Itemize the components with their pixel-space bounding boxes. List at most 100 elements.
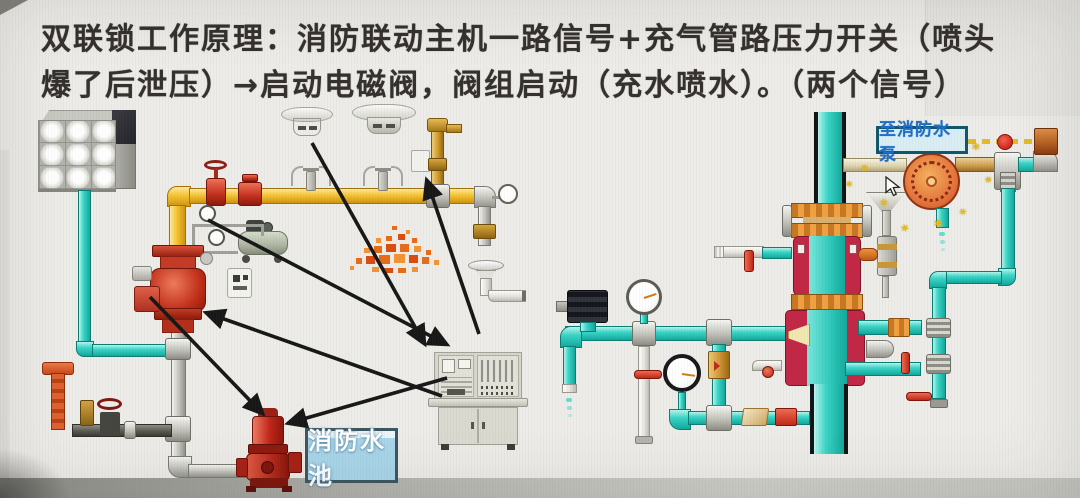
left-edge-shade: [0, 150, 9, 480]
wheel-left: [242, 255, 250, 263]
drain-manifold: [70, 394, 174, 444]
drop-lever-valve: [906, 392, 932, 401]
right-panel-shade: [925, 0, 1080, 116]
tank-bottom-edge: [38, 189, 116, 192]
console-foot-left: [441, 444, 449, 450]
drain-tip: [562, 384, 577, 393]
air-trim-pipe-v1: [261, 226, 264, 236]
water-drip-3: [568, 414, 572, 417]
outlet-orange-coupling: [888, 318, 910, 337]
fire-alarm-console: [428, 350, 528, 452]
gauge-stem: [492, 196, 502, 199]
arrow-console-to-solenoid-riser: [422, 176, 481, 335]
outlet-flange: [288, 452, 302, 473]
indicator-dots-1: [481, 386, 516, 389]
valve-stem: [214, 168, 218, 180]
flame: [350, 226, 439, 273]
funnel-stem: [882, 210, 891, 236]
console-right-panel: [477, 355, 519, 397]
spray-arc-left: [363, 166, 375, 186]
arrow-detector-to-console: [310, 142, 427, 348]
safety-valve: [80, 400, 94, 426]
sprinkler-body: [378, 171, 388, 191]
title-line-1: 双联锁工作原理：消防联动主机一路信号+充气管路压力开关（喷头: [41, 22, 997, 57]
right-trim-valve: [200, 252, 213, 265]
t-pipe: [51, 373, 65, 430]
panel-keys: [447, 389, 465, 395]
manifold-pipe: [72, 424, 172, 437]
bolt-dot-2: [849, 244, 857, 254]
inlet-flange: [236, 458, 248, 477]
console-left-panel: [438, 355, 474, 397]
smoke-detector-1: [281, 107, 333, 141]
alarm-line-left: [843, 158, 907, 172]
deflector: [375, 168, 391, 171]
deluge-valve: [780, 110, 925, 455]
indicator-bars: [481, 360, 516, 382]
cabinet-handle-right: [482, 422, 485, 429]
lower-chamber-water: [807, 310, 847, 386]
drain-open-end: [522, 291, 526, 301]
test-riser-device: [42, 360, 78, 430]
bolt-dot-1: [797, 244, 805, 254]
spark-icon: *: [972, 140, 980, 158]
mouse-cursor-icon: [885, 176, 901, 197]
fire-water-pool-text: 消防水池: [308, 426, 386, 490]
gong-drip-1: [939, 232, 945, 236]
left-trim-gray: [132, 266, 152, 281]
water-drip-2: [567, 406, 572, 410]
detector-slot-1: [373, 124, 382, 128]
manual-call-point: [227, 268, 252, 298]
signal-bell-box: [1034, 128, 1058, 155]
water-motor-alarm-gong: [903, 150, 963, 212]
flange-gap: [803, 217, 851, 224]
brass-side-outlet: [446, 124, 462, 133]
valve-body: [206, 178, 226, 206]
flange-band-3: [791, 294, 863, 310]
drain-funnel: [856, 190, 908, 304]
spark-icon: *: [846, 179, 853, 193]
volute-hub: [261, 461, 274, 474]
test-pressure-gauge: [498, 184, 518, 204]
label-strip: [233, 286, 247, 290]
console-foot-right: [507, 444, 515, 450]
indicator-dots-2: [481, 392, 516, 395]
tank-hatch-dark: [112, 110, 136, 144]
detector-body: [293, 118, 321, 136]
valve-brass-band-1: [877, 244, 897, 250]
gate-valve-body: [100, 412, 120, 436]
flow-mark: [714, 361, 720, 371]
gong-drip-2: [940, 240, 945, 244]
spray-arc-right: [391, 166, 403, 186]
bottom-left-shadow: [0, 448, 70, 498]
signal-node: [997, 134, 1013, 150]
valve-top: [242, 174, 258, 182]
gong-drip-3: [941, 248, 945, 251]
gate-valve-2: [238, 174, 264, 206]
gong-drain-stub: [936, 208, 949, 228]
cabinet-handle-left: [471, 422, 474, 429]
button-square-1: [233, 275, 240, 282]
brass-union: [473, 224, 496, 239]
air-pressure-gauge-2: [208, 229, 225, 246]
valve-body: [238, 182, 262, 206]
branch-brass-fitting: [708, 351, 730, 379]
air-trim-pipe-h1: [192, 224, 264, 227]
dry-pipe-alarm-valve: [128, 242, 216, 338]
fire-pump: [234, 408, 304, 494]
detector-slot-2: [309, 126, 317, 130]
sprinkler-body: [306, 171, 316, 191]
tank-front-face: [38, 120, 116, 190]
solenoid-base: [580, 322, 596, 332]
spray-arc-left: [291, 166, 303, 186]
button-square-2: [243, 275, 248, 280]
title-line-2: 爆了后泄压）→启动电磁阀，阀组启动（充水喷水）。（两个信号）: [41, 68, 967, 103]
arrow-console-to-alarm-valve: [202, 308, 443, 398]
pressure-gauge-1: [626, 279, 662, 315]
detector-body: [367, 117, 401, 134]
upper-test-tip: [714, 246, 724, 258]
foot-right: [282, 486, 292, 492]
motor-cap: [258, 408, 278, 417]
